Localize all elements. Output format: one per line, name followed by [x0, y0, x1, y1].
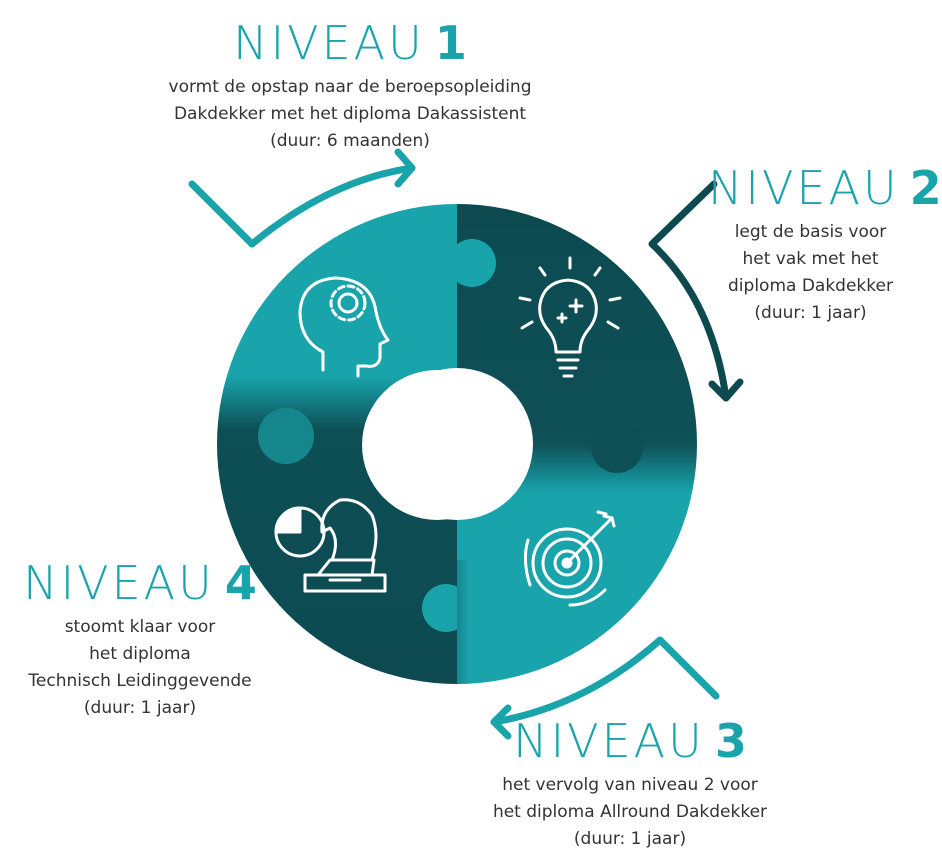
level-3-number: 3 [714, 714, 747, 768]
level-2-line: legt de basis voor [734, 222, 887, 242]
level-1-word: NIVEAU [233, 16, 425, 70]
level-3-line: (duur: 1 jaar) [573, 829, 687, 849]
level-1-line: Dakdekker met het diploma Dakassistent [173, 104, 527, 124]
chess-knight-icon [274, 498, 387, 593]
lightbulb-icon [518, 256, 622, 378]
level-3-line: het vervolg van niveau 2 voor [502, 775, 758, 795]
level-4-line: (duur: 1 jaar) [83, 698, 197, 718]
ring-left-half [217, 204, 457, 684]
puzzle-knob-right [591, 421, 643, 473]
level-2-number: 2 [909, 161, 942, 215]
ring-right-half [457, 204, 697, 684]
head-gear-icon [298, 276, 390, 378]
puzzle-knob-left [258, 408, 314, 464]
level-2-line: (duur: 1 jaar) [754, 303, 867, 323]
level-1-line: (duur: 6 maanden) [270, 131, 430, 151]
level-4-line: stoomt klaar voor [64, 617, 216, 637]
level-4-word: NIVEAU [23, 556, 215, 610]
level-2-line: diploma Dakdekker [728, 276, 893, 296]
level-4-line: het diploma [89, 644, 191, 664]
center-hole [362, 370, 512, 520]
puzzle-knob-top [448, 239, 496, 287]
level-3-description: het vervolg van niveau 2 voor het diplom… [440, 772, 820, 853]
level-2-description: legt de basis voor het vak met het diplo… [708, 219, 913, 327]
level-3-word: NIVEAU [513, 714, 705, 768]
level-1-line: vormt de opstap naar de beroepsopleiding [168, 77, 532, 97]
level-1-description: vormt de opstap naar de beroepsopleiding… [50, 74, 650, 155]
target-arrow-icon [523, 510, 616, 607]
level-4-number: 4 [224, 556, 257, 610]
arrow-3 [490, 636, 720, 740]
arrow-2 [648, 180, 744, 402]
level-2-word: NIVEAU [708, 161, 900, 215]
level-3-line: het diploma Allround Dakdekker [492, 802, 768, 822]
level-4-line: Technisch Leidinggevende [28, 671, 252, 691]
arrow-1 [188, 148, 416, 248]
level-4-description: stoomt klaar voor het diploma Technisch … [10, 614, 270, 722]
level-2-line: het vak met het [742, 249, 879, 269]
level-1-number: 1 [434, 16, 467, 70]
